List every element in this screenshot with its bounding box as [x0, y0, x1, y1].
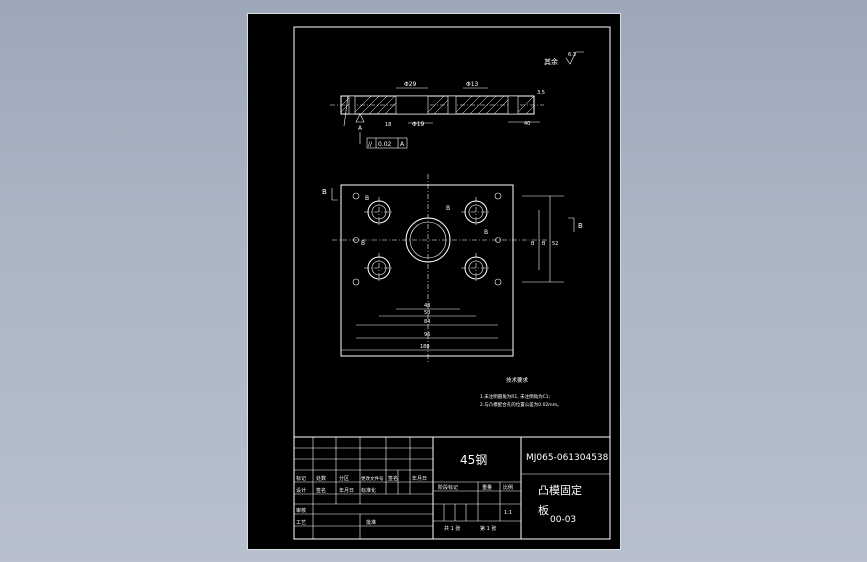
scale-value: 1:1 — [504, 510, 512, 516]
top-section-view: Φ29 Φ13 Φ19 18 40 3.5 A // 0.02 A — [330, 81, 545, 149]
svg-text:比例: 比例 — [503, 484, 513, 491]
screw-hole-top-right — [461, 197, 491, 227]
svg-text:重量: 重量 — [482, 484, 492, 491]
svg-text:技术要求: 技术要求 — [506, 376, 529, 384]
svg-text:阶段标记: 阶段标记 — [438, 484, 458, 491]
svg-text:84: 84 — [424, 319, 430, 325]
svg-text:B: B — [578, 222, 583, 230]
dim-40: 40 — [524, 121, 530, 127]
bottom-dimensions: 48 50 84 96 180 — [341, 303, 513, 351]
dim-52: 52 — [552, 241, 558, 247]
svg-text:审核: 审核 — [296, 507, 306, 514]
title-block: 标记 处数 分区 更改文件号 签名 年月日 设计 签名 年月日 标准化 审核 工… — [293, 436, 611, 540]
drawing-sheet: 其余 6.3 Φ29 Φ13 Φ19 18 40 3 — [247, 13, 621, 550]
svg-text:48: 48 — [424, 303, 430, 309]
tolerance-frame — [366, 137, 408, 149]
svg-text:B: B — [322, 188, 327, 196]
svg-text:分区: 分区 — [339, 475, 349, 482]
dim-phi29: Φ29 — [404, 81, 417, 88]
svg-text:B: B — [365, 195, 369, 202]
svg-text:1.未注明圆角为R1, 未注倒角为C1;: 1.未注明圆角为R1, 未注倒角为C1; — [480, 393, 550, 400]
screw-hole-bottom-right — [461, 253, 491, 283]
center-punch-hole — [405, 217, 451, 263]
svg-text:第 1 张: 第 1 张 — [480, 525, 496, 532]
drawing-number: MJ065-061304538 — [526, 453, 609, 463]
part-code: 00-03 — [550, 515, 576, 525]
svg-text:批准: 批准 — [366, 519, 376, 526]
screw-hole-top-left — [364, 197, 394, 227]
svg-text:96: 96 — [424, 332, 430, 338]
svg-text:工艺: 工艺 — [296, 520, 306, 526]
svg-text:年月日: 年月日 — [339, 487, 354, 494]
svg-text:2.与凸模配合孔的位置公差为0.02mm。: 2.与凸模配合孔的位置公差为0.02mm。 — [480, 401, 562, 408]
svg-text:B: B — [446, 205, 450, 212]
svg-text:180: 180 — [420, 344, 430, 350]
svg-text:B: B — [531, 241, 535, 247]
front-plan-view: B B B B B B B B 52 48 50 84 96 180 — [322, 174, 583, 364]
svg-text:0.02: 0.02 — [378, 141, 392, 148]
svg-text:年月日: 年月日 — [412, 475, 427, 482]
svg-text://: // — [368, 141, 373, 148]
roughness-symbol — [565, 51, 584, 65]
screw-hole-bottom-left — [364, 253, 394, 283]
svg-text:共 1 张: 共 1 张 — [444, 525, 460, 532]
plate-outline — [340, 184, 514, 357]
svg-text:B: B — [484, 229, 488, 236]
datum-a: A — [358, 125, 363, 132]
material-label: 45钢 — [460, 453, 487, 467]
cad-drawing: 其余 6.3 Φ29 Φ13 Φ19 18 40 3 — [293, 26, 611, 540]
svg-text:B: B — [542, 241, 546, 247]
part-name: 凸模固定 — [538, 483, 582, 497]
technical-requirements: 技术要求 1.未注明圆角为R1, 未注倒角为C1; 2.与凸模配合孔的位置公差为… — [480, 376, 562, 408]
svg-text:处数: 处数 — [316, 475, 326, 482]
rest-roughness-text: 其余 — [544, 57, 558, 66]
svg-text:更改文件号: 更改文件号 — [361, 475, 384, 482]
dim-phi13: Φ13 — [466, 81, 479, 88]
svg-text:50: 50 — [424, 310, 430, 316]
svg-text:签名: 签名 — [316, 487, 326, 494]
svg-text:设计: 设计 — [296, 487, 306, 494]
svg-text:B: B — [361, 240, 365, 247]
svg-text:A: A — [400, 141, 405, 148]
svg-text:签名: 签名 — [388, 475, 398, 482]
dim-18: 18 — [385, 122, 391, 128]
svg-text:标准化: 标准化 — [361, 487, 376, 494]
dim-phi19: Φ19 — [412, 121, 425, 128]
part-name-line2: 板 — [538, 503, 549, 517]
dim-3-5: 3.5 — [537, 90, 545, 96]
roughness-value: 6.3 — [568, 52, 576, 58]
svg-text:标记: 标记 — [296, 475, 306, 482]
